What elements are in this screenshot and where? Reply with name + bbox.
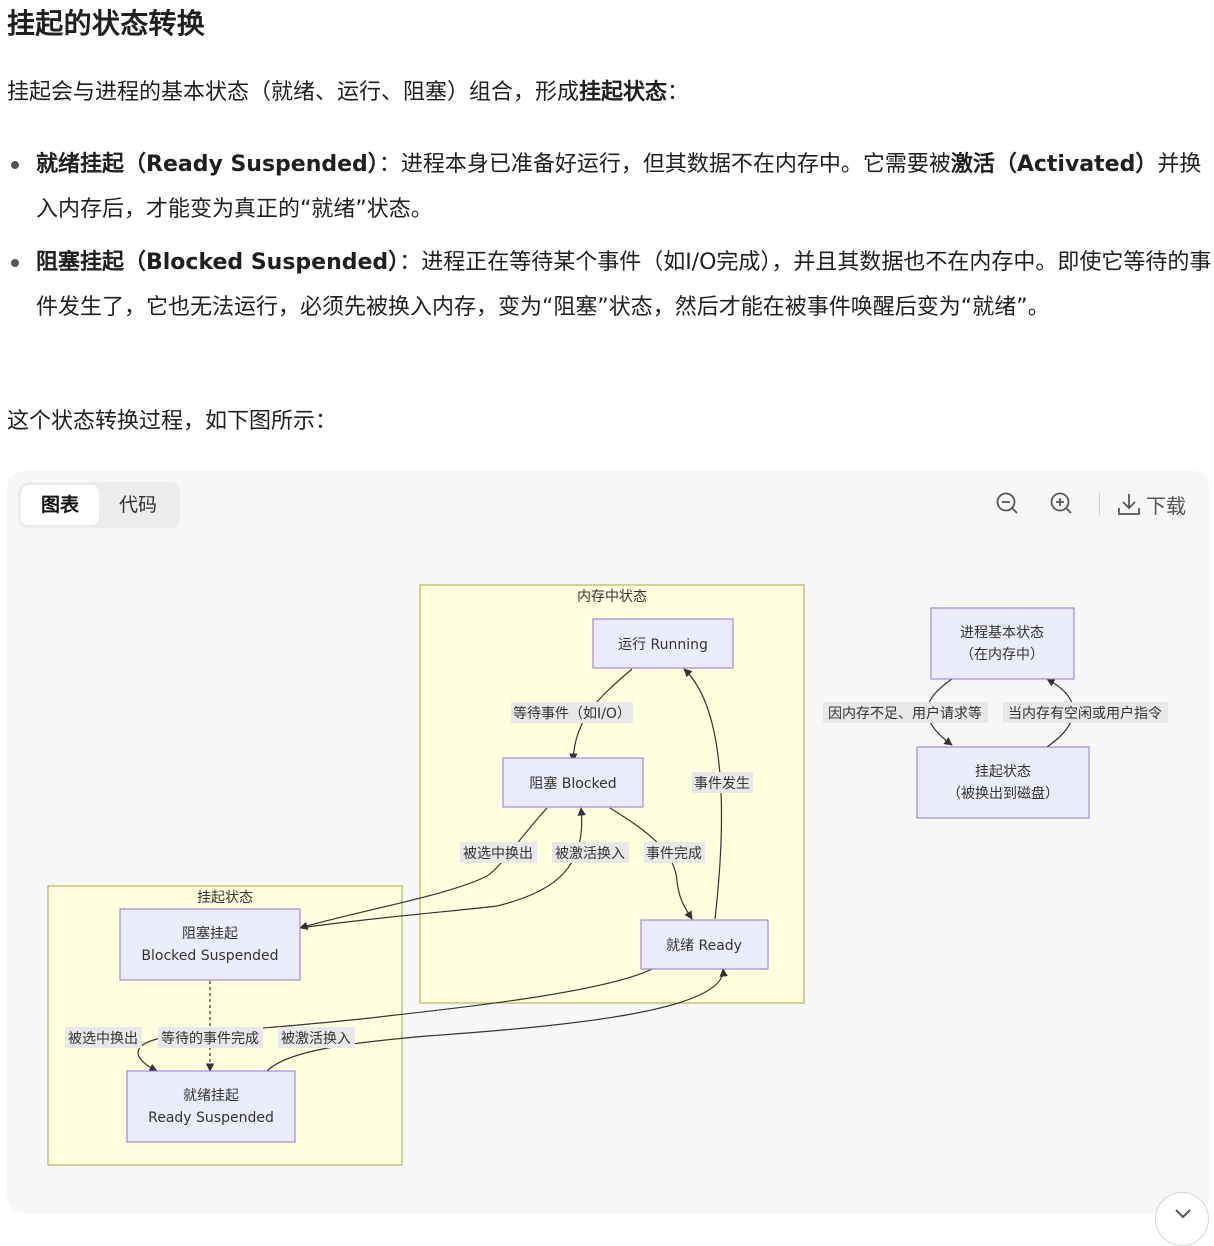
state-bullet-list: 就绪挂起（Ready Suspended）：进程本身已准备好运行，但其数据不在内… (7, 142, 1212, 338)
zoom-in-icon[interactable] (1045, 487, 1079, 521)
node-suspend-state: 挂起状态 （被换出到磁盘） (916, 746, 1090, 819)
svg-text:阻塞挂起: 阻塞挂起 (182, 925, 238, 942)
intro-suffix: ： (667, 80, 690, 105)
intro-prefix: 挂起会与进程的基本状态（就绪、运行、阻塞）组合，形成 (7, 80, 580, 105)
edge-label-event-done: 事件完成 (644, 842, 705, 863)
svg-text:Blocked Suspended: Blocked Suspended (141, 948, 278, 964)
svg-text:阻塞 Blocked: 阻塞 Blocked (529, 775, 616, 792)
state-diagram: 内存中状态 挂起状态 运行 Running 阻塞 Blocked (47, 584, 1168, 1166)
svg-text:就绪挂起: 就绪挂起 (183, 1088, 239, 1104)
svg-text:运行 Running: 运行 Running (618, 637, 708, 653)
svg-text:被选中换出: 被选中换出 (68, 1030, 138, 1047)
bullet-title: 阻塞挂起（Blocked Suspended） (36, 250, 400, 275)
diagram-card: 图表 代码 下载 内存中状态 挂起状态 (7, 471, 1210, 1213)
svg-text:事件完成: 事件完成 (646, 846, 702, 862)
svg-text:等待事件（如I/O）: 等待事件（如I/O） (513, 705, 631, 722)
download-icon (1118, 494, 1140, 515)
node-basic-state: 进程基本状态 （在内存中） (930, 607, 1075, 680)
svg-text:挂起状态: 挂起状态 (975, 764, 1031, 780)
edge-label-mem-free: 当内存有空闲或用户指令 (1003, 702, 1168, 723)
edge-label-activate-2: 被激活换入 (278, 1027, 355, 1048)
collapse-button[interactable] (1155, 1192, 1209, 1246)
tab-code[interactable]: 代码 (119, 494, 158, 516)
svg-text:进程基本状态: 进程基本状态 (960, 624, 1044, 641)
page-heading: 挂起的状态转换 (7, 7, 206, 40)
edge-label-wait: 等待事件（如I/O） (511, 702, 633, 723)
svg-text:（被换出到磁盘）: （被换出到磁盘） (947, 785, 1059, 802)
bullet-title: 就绪挂起（Ready Suspended） (36, 152, 379, 177)
chevron-down-icon (1175, 1209, 1191, 1219)
view-tabs: 图表 代码 (18, 482, 181, 528)
bullet-emphasis: 激活（Activated） (950, 152, 1158, 177)
intro-paragraph: 挂起会与进程的基本状态（就绪、运行、阻塞）组合，形成挂起状态： (7, 77, 689, 109)
edge-label-swap-out-2: 被选中换出 (65, 1027, 142, 1048)
node-ready: 就绪 Ready (640, 919, 769, 970)
outro-paragraph: 这个状态转换过程，如下图所示： (7, 409, 338, 434)
zoom-out-icon[interactable] (991, 487, 1025, 521)
edge-label-awaited-done: 等待的事件完成 (158, 1027, 263, 1048)
bullet-text: ：进程正在等待某个事件（如I/O完成），并且其数据也不在内存中。即使它等待的事件… (36, 250, 1212, 320)
edge-label-activate-1: 被激活换入 (552, 842, 629, 863)
edge-label-swap-out-1: 被选中换出 (460, 842, 537, 863)
svg-text:等待的事件完成: 等待的事件完成 (161, 1030, 259, 1047)
tab-chart[interactable]: 图表 (21, 485, 100, 525)
svg-text:Ready Suspended: Ready Suspended (148, 1110, 274, 1126)
svg-text:当内存有空闲或用户指令: 当内存有空闲或用户指令 (1008, 705, 1162, 722)
edge-blocked-bsusp (299, 807, 548, 930)
node-running: 运行 Running (592, 618, 734, 669)
svg-text:被激活换入: 被激活换入 (555, 845, 625, 862)
svg-text:事件发生: 事件发生 (694, 776, 750, 792)
node-blocked: 阻塞 Blocked (502, 757, 644, 808)
svg-text:（在内存中）: （在内存中） (960, 647, 1044, 663)
list-item: 阻塞挂起（Blocked Suspended）：进程正在等待某个事件（如I/O完… (7, 240, 1212, 330)
cluster-memory-label: 内存中状态 (577, 589, 647, 605)
svg-text:被选中换出: 被选中换出 (463, 845, 533, 862)
toolbar-divider (1099, 493, 1100, 515)
edge-label-mem-short: 因内存不足、用户请求等 (823, 702, 988, 723)
edge-blocked-ready (609, 807, 693, 920)
bullet-text: 并换入内存后，才能变为真正的“就绪”状态。 (36, 152, 1202, 222)
list-item: 就绪挂起（Ready Suspended）：进程本身已准备好运行，但其数据不在内… (7, 142, 1212, 232)
svg-text:被激活换入: 被激活换入 (281, 1030, 351, 1047)
bullet-text: ：进程本身已准备好运行，但其数据不在内存中。它需要被 (378, 152, 951, 177)
edge-label-event: 事件发生 (692, 772, 753, 793)
node-ready-suspended: 就绪挂起 Ready Suspended (126, 1070, 296, 1143)
download-button[interactable]: 下载 (1116, 490, 1186, 519)
svg-text:就绪 Ready: 就绪 Ready (666, 938, 742, 954)
edge-ready-rsusp (137, 968, 653, 1072)
cluster-suspended-label: 挂起状态 (197, 890, 253, 906)
svg-text:因内存不足、用户请求等: 因内存不足、用户请求等 (828, 705, 982, 722)
download-label: 下载 (1146, 493, 1186, 518)
edge-rsusp-ready (266, 968, 728, 1072)
diagram-toolbar: 下载 (971, 487, 1186, 521)
intro-bold: 挂起状态 (579, 80, 668, 105)
node-blocked-suspended: 阻塞挂起 Blocked Suspended (119, 908, 301, 981)
